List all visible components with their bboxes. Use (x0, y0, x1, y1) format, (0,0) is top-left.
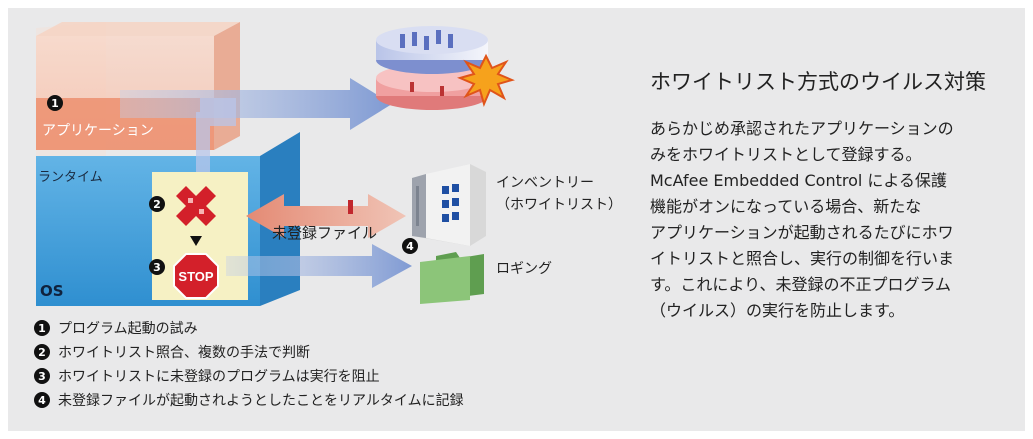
legend-item: 2 ホワイトリスト照合、複数の手法で判断 (34, 340, 464, 364)
launch-arrow (120, 78, 392, 130)
block-icon (176, 186, 216, 226)
folder-icon (420, 252, 484, 304)
inventory-label-line1: インベントリー (496, 175, 594, 191)
down-arrow-icon (190, 236, 202, 246)
server-disks (376, 26, 488, 110)
legend-number: 2 (34, 344, 50, 360)
legend-item: 1 プログラム起動の試み (34, 316, 464, 340)
legend-number: 4 (34, 392, 50, 408)
file-marker (348, 200, 353, 214)
unregistered-file-label: 未登録ファイル (272, 224, 378, 242)
legend-item: 4 未登録ファイルが起動されようとしたことをリアルタイムに記録 (34, 388, 464, 412)
inventory-double-arrow (246, 194, 406, 238)
legend-number: 3 (34, 368, 50, 384)
svg-text:4: 4 (406, 240, 414, 253)
legend-text: ホワイトリスト照合、複数の手法で判断 (58, 345, 310, 361)
description-panel: ホワイトリスト方式のウイルス対策 あらかじめ承認されたアプリケーションの みをホ… (650, 66, 1020, 324)
logging-arrow (226, 244, 412, 288)
inventory-label: インベントリー （ホワイトリスト） (496, 172, 622, 216)
svg-text:3: 3 (153, 261, 161, 274)
description-body: あらかじめ承認されたアプリケーションの みをホワイトリストとして登録する。 Mc… (650, 119, 955, 320)
burst-icon (457, 53, 515, 107)
legend-text: ホワイトリストに未登録のプログラムは実行を阻止 (58, 369, 380, 385)
stop-sign-text: STOP (178, 269, 213, 284)
legend-number: 1 (34, 320, 50, 336)
redirect-arrow (196, 98, 236, 172)
application-label: アプリケーション (42, 123, 154, 139)
svg-text:1: 1 (51, 97, 59, 110)
diagram-markers: 1 2 3 4 (47, 95, 418, 275)
runtime-label: ランタイム (38, 170, 103, 185)
description-title: ホワイトリスト方式のウイルス対策 (650, 70, 986, 94)
legend-item: 3 ホワイトリストに未登録のプログラムは実行を阻止 (34, 364, 464, 388)
os-label: OS (40, 282, 64, 300)
inventory-label-line2: （ホワイトリスト） (496, 197, 622, 213)
legend-text: プログラム起動の試み (58, 321, 198, 337)
logging-label: ロギング (496, 261, 552, 277)
stop-sign-icon (173, 253, 219, 299)
svg-text:2: 2 (153, 198, 161, 211)
inventory-building-icon (412, 164, 486, 246)
legend-text: 未登録ファイルが起動されようとしたことをリアルタイムに記録 (58, 393, 464, 409)
legend: 1 プログラム起動の試み 2 ホワイトリスト照合、複数の手法で判断 3 ホワイト… (34, 316, 464, 412)
